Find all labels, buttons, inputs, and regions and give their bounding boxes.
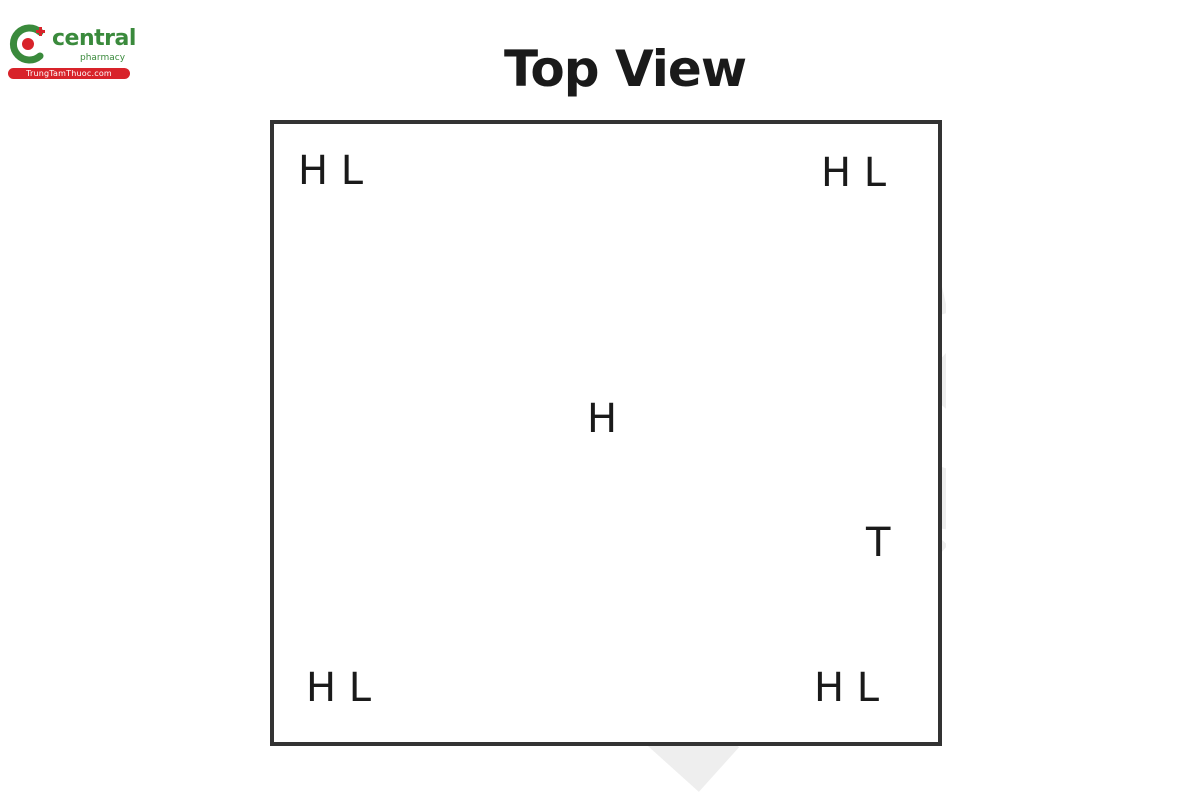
label-top-left: H L	[298, 148, 364, 194]
label-center: H	[587, 396, 618, 442]
logo-url-banner: TrungTamThuoc.com	[8, 68, 130, 79]
logo-c-icon	[9, 24, 45, 64]
central-pharmacy-logo: central pharmacy TrungTamThuoc.com	[6, 22, 136, 82]
label-right-middle: T	[866, 520, 891, 566]
label-top-right: H L	[821, 150, 887, 196]
logo-brand-text: central	[52, 26, 136, 51]
label-bottom-left: H L	[306, 665, 372, 711]
top-view-box	[270, 120, 942, 746]
diagram-title: Top View	[503, 40, 747, 98]
logo-sub-text: pharmacy	[80, 53, 126, 63]
label-bottom-right: H L	[814, 665, 880, 711]
